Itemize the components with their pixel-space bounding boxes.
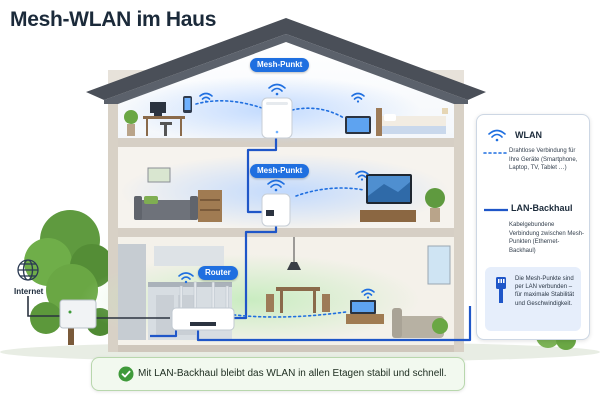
legend-wlan-title: WLAN [515,130,542,140]
mesh-point-top [261,97,293,139]
banner-text: Mit LAN-Backhaul bleibt das WLAN in alle… [138,368,447,379]
legend-lan-desc: Kabelgebundene Verbindung zwischen Mesh-… [509,222,585,254]
wlan-line-sample [483,152,509,154]
label-router: Router [198,266,238,280]
wlan-links [195,100,365,318]
top-floor-furniture [124,96,448,136]
cable-plug-icon [496,277,506,303]
wifi-icon [178,83,375,299]
internet-cable [27,296,170,319]
label-mesh-middle: Mesh-Punkt [250,164,310,178]
ground-floor-furniture [118,237,451,340]
check-icon [118,366,134,382]
legend-lan-title: LAN-Backhaul [511,203,573,213]
mesh-point-middle [261,193,291,227]
modem [59,299,97,329]
wifi-icon [488,129,506,142]
lan-line-sample [484,208,508,212]
summary-banner: Mit LAN-Backhaul bleibt das WLAN in alle… [91,357,465,391]
label-mesh-top: Mesh-Punkt [250,58,310,72]
legend: WLAN Drahtlose Verbindung für Ihre Gerät… [476,114,590,340]
router [171,281,235,331]
legend-info-box: Die Mesh-Punkte sind per LAN verbunden –… [485,267,581,331]
middle-floor-furniture [134,167,445,222]
label-internet: Internet [14,287,44,296]
globe-icon [17,259,39,281]
legend-wlan-desc: Drahtlose Verbindung für Ihre Geräte (Sm… [509,148,578,171]
page-title: Mesh-WLAN im Haus [10,8,217,31]
legend-info-text: Die Mesh-Punkte sind per LAN verbunden –… [515,276,575,307]
